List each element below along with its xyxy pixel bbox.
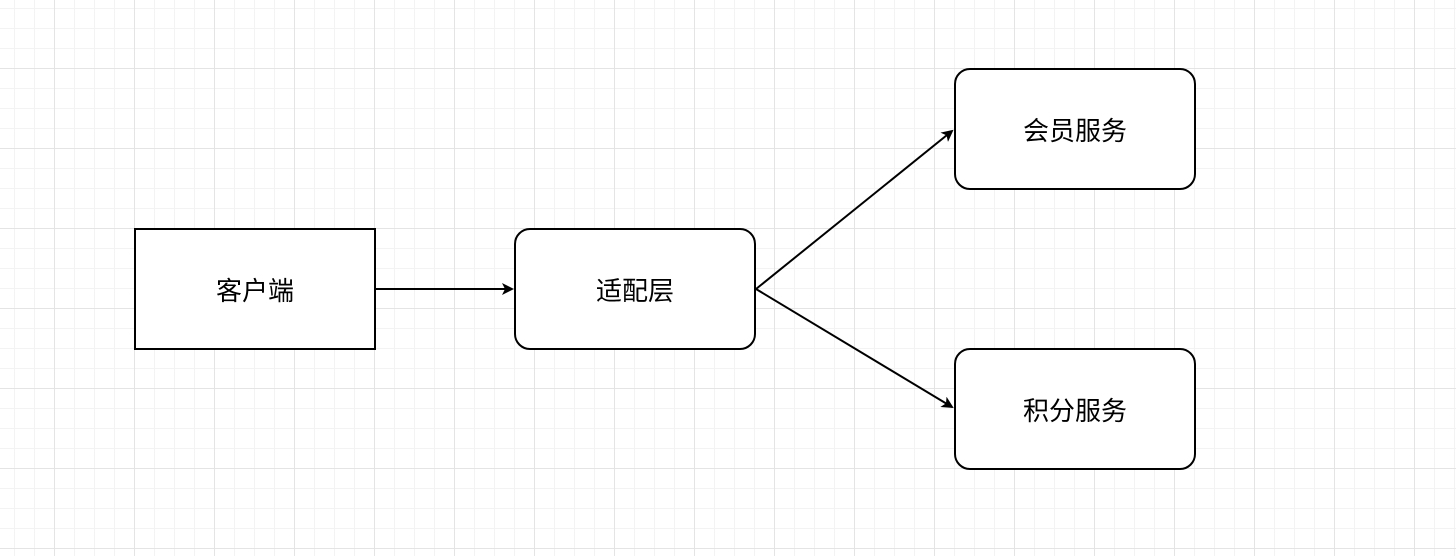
- node-points-service[interactable]: 积分服务: [954, 348, 1196, 470]
- node-adapter[interactable]: 适配层: [514, 228, 756, 350]
- node-client[interactable]: 客户端: [134, 228, 376, 350]
- edge-adapter-to-points[interactable]: [755, 288, 954, 409]
- edge-adapter-to-member[interactable]: [755, 129, 954, 290]
- node-member-service-label: 会员服务: [1022, 116, 1127, 147]
- node-points-service-label: 积分服务: [1022, 396, 1127, 427]
- node-client-label: 客户端: [215, 276, 294, 307]
- node-member-service[interactable]: 会员服务: [954, 68, 1196, 190]
- node-adapter-label: 适配层: [595, 276, 674, 307]
